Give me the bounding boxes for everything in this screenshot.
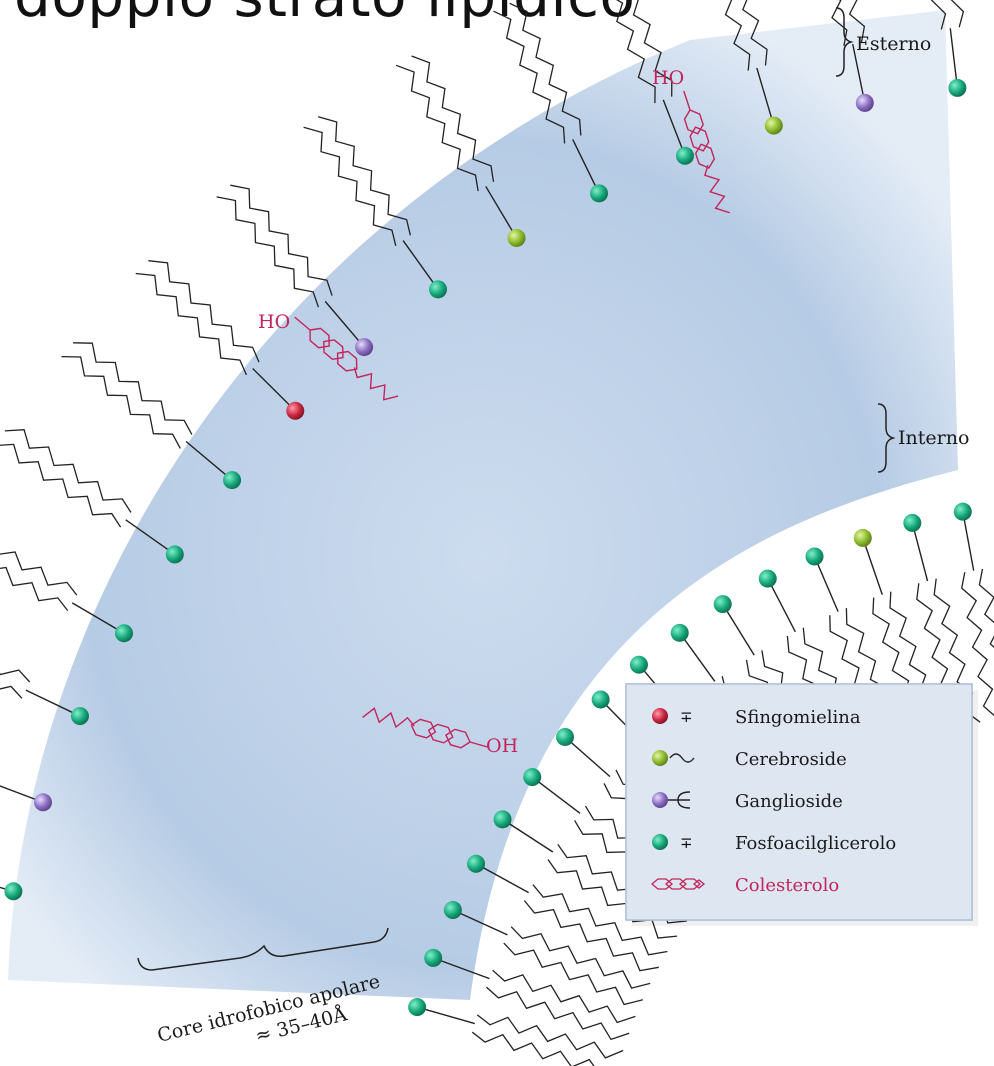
core-brace [137, 927, 389, 971]
outer-lipid [135, 260, 305, 420]
phosphoacylglycerol-head-icon [467, 854, 486, 873]
sphingomyelin-head-icon [286, 401, 305, 420]
wave-icon [669, 753, 695, 763]
phosphoacylglycerol-head-icon [523, 768, 542, 787]
outer-lipid [930, 0, 967, 97]
phosphoacylglycerol-head-icon [493, 810, 512, 829]
cholesterol-molecule-3 [362, 707, 490, 749]
cerebroside-head-icon [507, 228, 526, 247]
legend-label-sphingomyelin: Sfingomielina [735, 707, 861, 728]
legend-label-phosphoacylglycerol: Fosfoacilglicerolo [735, 833, 896, 854]
legend: ∓ Sfingomielina Cerebroside Ganglioside … [625, 683, 978, 926]
outer-label: Esterno [856, 33, 931, 55]
outer-lipid [303, 116, 448, 299]
outer-lipid [0, 551, 133, 643]
inner-lipid [443, 901, 651, 1006]
sphingomyelin-head-icon [652, 708, 668, 724]
inner-lipid [424, 948, 636, 1041]
phosphoacylglycerol-head-icon [70, 707, 89, 726]
outer-lipid [616, 0, 694, 165]
legend-label-ganglioside: Ganglioside [735, 791, 843, 812]
outer-brace [835, 7, 854, 77]
inner-brace [877, 403, 896, 473]
phosphoacylglycerol-head-icon [903, 513, 922, 532]
phosphoacylglycerol-head-icon [408, 998, 427, 1017]
legend-charge-4: ∓ [680, 834, 693, 852]
cerebroside-head-icon [652, 750, 668, 766]
membrane-band [8, 10, 958, 1000]
outer-lipid [216, 184, 374, 357]
phosphoacylglycerol-head-icon [805, 547, 824, 566]
legend-charge-1: ∓ [680, 708, 693, 726]
phosphoacylglycerol-head-icon [443, 901, 462, 920]
legend-label-cerebroside: Cerebroside [735, 749, 847, 770]
outer-lipid [395, 55, 526, 247]
phosphoacylglycerol-head-icon [165, 545, 184, 564]
cholesterol-oh-label: OH [486, 735, 518, 757]
outer-lipid [831, 0, 874, 112]
ganglioside-head-icon [855, 93, 874, 112]
outer-lipid [0, 882, 23, 901]
page-title: doppio strato lipidico [14, 0, 635, 30]
phosphoacylglycerol-head-icon [429, 280, 448, 299]
phosphoacylglycerol-head-icon [590, 184, 609, 203]
phosphoacylglycerol-head-icon [114, 624, 133, 643]
cerebroside-head-icon [853, 528, 872, 547]
phosphoacylglycerol-head-icon [223, 471, 242, 490]
phosphoacylglycerol-head-icon [629, 655, 648, 674]
phosphoacylglycerol-head-icon [953, 502, 972, 521]
outer-lipid [724, 0, 783, 135]
cholesterol-ho-label-1: HO [652, 67, 684, 89]
inner-label: Interno [898, 427, 969, 449]
phosphoacylglycerol-head-icon [713, 595, 732, 614]
inner-lipid [953, 502, 994, 717]
cerebroside-head-icon [764, 116, 783, 135]
cholesterol-rings-icon [650, 878, 706, 890]
outer-lipid [493, 2, 609, 203]
fork-icon [668, 791, 691, 809]
phosphoacylglycerol-head-icon [556, 727, 575, 746]
phosphoacylglycerol-head-icon [675, 146, 694, 165]
phosphoacylglycerol-head-icon [670, 623, 689, 642]
outer-lipid [0, 429, 184, 564]
legend-label-cholesterol: Colesterolo [735, 875, 839, 896]
phosphoacylglycerol-head-icon [948, 78, 967, 97]
phosphoacylglycerol-head-icon [424, 948, 443, 967]
outer-lipid [0, 669, 89, 726]
inner-lipid [467, 854, 668, 972]
outer-lipid [0, 785, 52, 812]
cholesterol-molecule-1 [683, 90, 730, 214]
cholesterol-molecule-2 [294, 316, 399, 401]
ganglioside-head-icon [355, 338, 374, 357]
phosphoacylglycerol-head-icon [591, 690, 610, 709]
phosphoacylglycerol-head-icon [758, 569, 777, 588]
phosphoacylglycerol-head-icon [652, 834, 668, 850]
ganglioside-head-icon [33, 793, 52, 812]
phosphoacylglycerol-head-icon [4, 882, 23, 901]
cholesterol-ho-label-2: HO [258, 311, 290, 333]
inner-lipid [408, 998, 624, 1066]
outer-lipid [61, 342, 242, 490]
cholesterol-layer [294, 90, 730, 749]
ganglioside-head-icon [652, 792, 668, 808]
